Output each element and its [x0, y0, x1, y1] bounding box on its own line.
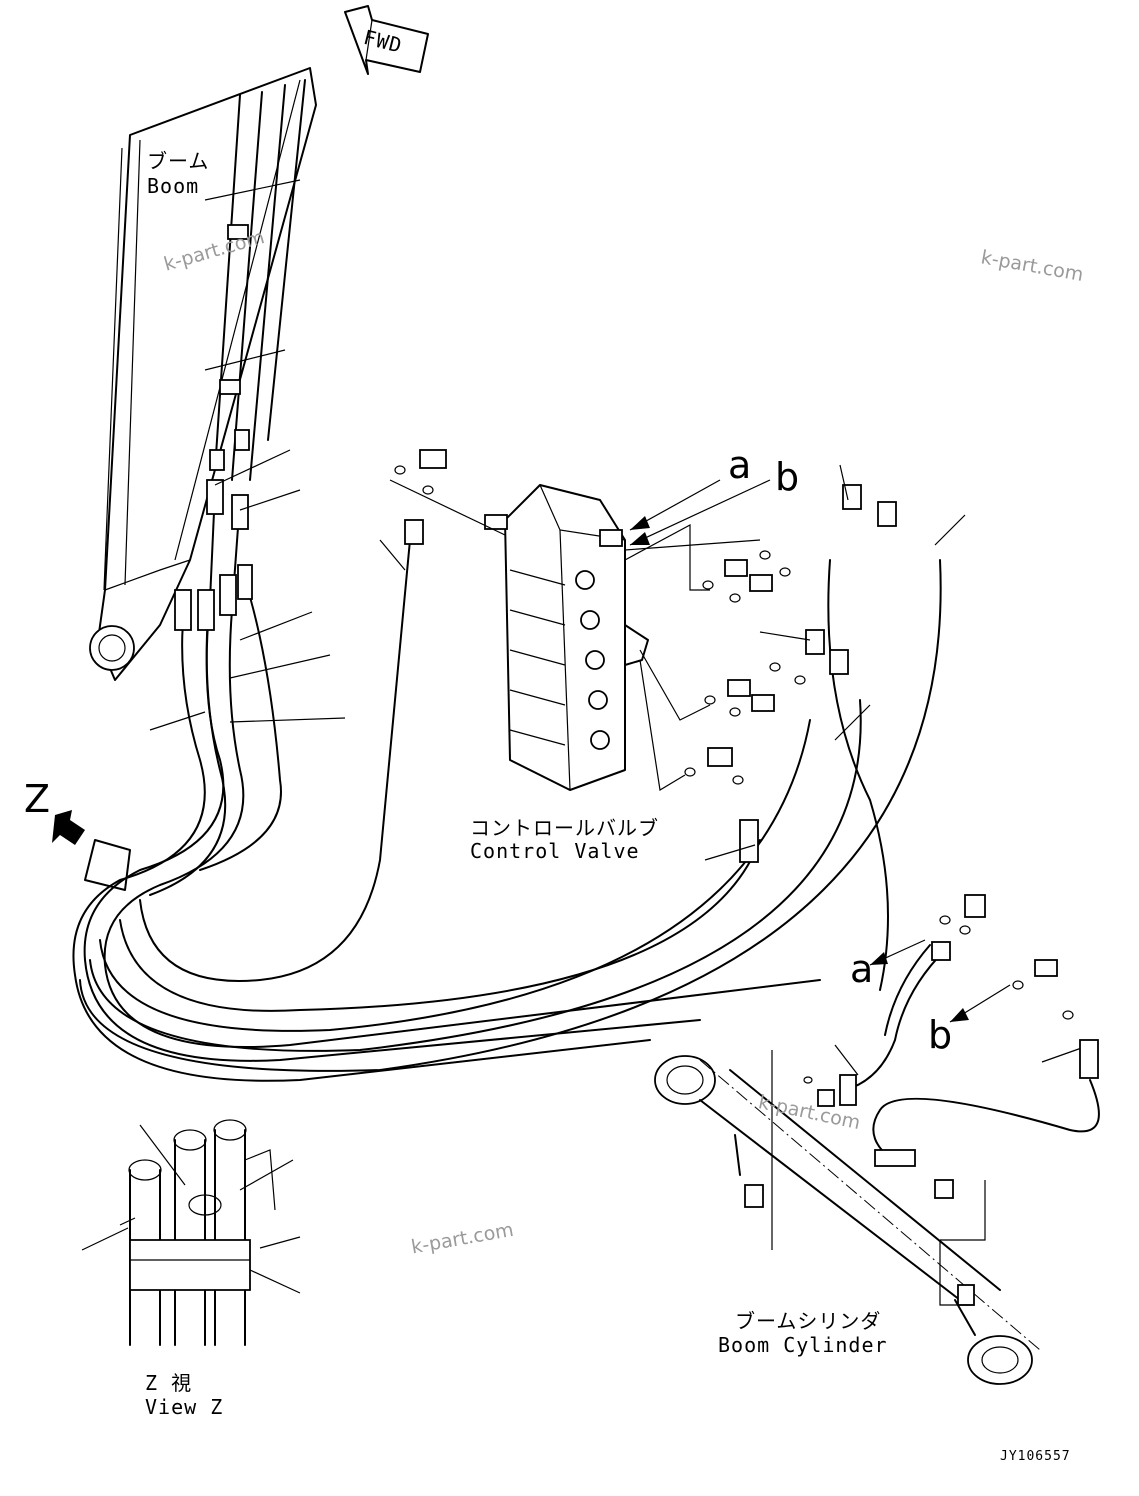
boom-fittings	[84, 479, 253, 891]
marker-b-cylinder: b	[928, 1013, 952, 1057]
view-z-detail	[81, 1119, 301, 1346]
boom-cylinder-label-en: Boom Cylinder	[718, 1333, 888, 1357]
control-valve	[484, 484, 649, 791]
leader-lines	[149, 449, 1091, 1076]
marker-a-top: a	[728, 443, 751, 487]
cylinder-hoses	[803, 894, 1100, 1199]
boom-label-jp: ブーム	[147, 149, 209, 173]
boom-hose-bundle	[204, 79, 306, 481]
fwd-label: FWD	[361, 25, 405, 58]
port-arrows-top	[629, 479, 1011, 1023]
view-z-label-en: View Z	[145, 1395, 223, 1419]
boom-label-en: Boom	[147, 174, 199, 198]
drawing-code: JY106557	[1000, 1449, 1071, 1464]
control-valve-label-en: Control Valve	[470, 839, 640, 863]
z-arrow-icon	[52, 810, 85, 845]
boom-cylinder	[654, 1050, 1041, 1385]
valve-fittings	[389, 449, 897, 863]
view-z-label-jp: Z 視	[145, 1371, 192, 1395]
watermark-4: k-part.com	[410, 1219, 516, 1259]
marker-z: Z	[24, 777, 50, 821]
boom-cylinder-label-jp: ブームシリンダ	[735, 1309, 881, 1333]
fwd-arrow-icon: FWD	[344, 5, 429, 75]
marker-b-top: b	[775, 455, 799, 499]
watermark-2: k-part.com	[979, 246, 1085, 286]
marker-a-cylinder: a	[850, 947, 873, 991]
control-valve-label-jp: コントロールバルブ	[470, 816, 659, 840]
